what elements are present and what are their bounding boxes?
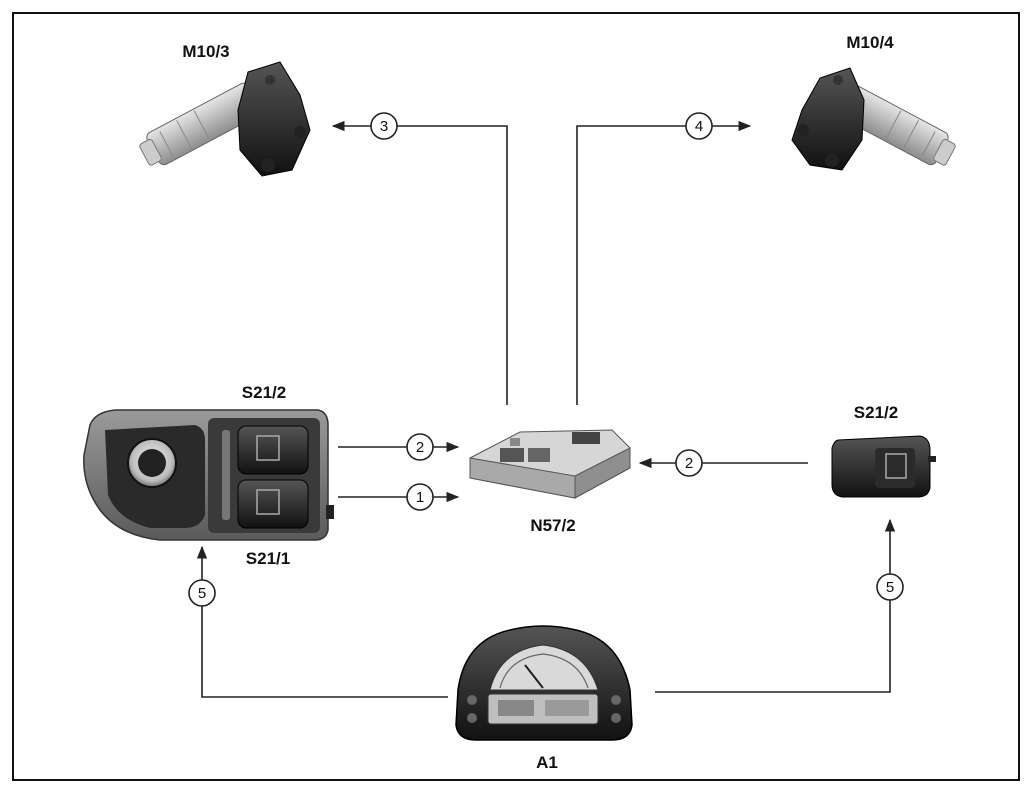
window-motor-left-icon [139, 61, 311, 177]
instrument-cluster-icon [455, 625, 633, 741]
connection-marker-1: 1 [406, 483, 434, 511]
connection-marker-5-right: 5 [876, 573, 904, 601]
driver-window-switch-block-icon [83, 409, 334, 541]
svg-text:5: 5 [886, 579, 894, 596]
connection-marker-3: 3 [370, 112, 398, 140]
label-s21-2-right: S21/2 [854, 403, 898, 422]
passenger-window-switch-icon [831, 435, 936, 498]
label-n57-2: N57/2 [530, 516, 575, 535]
window-motor-right-icon [791, 67, 956, 171]
wire-5-left [196, 545, 448, 698]
label-m10-3: M10/3 [182, 42, 229, 61]
svg-text:1: 1 [416, 489, 424, 506]
wire-3 [331, 120, 508, 405]
wire-5-right [655, 518, 896, 693]
svg-text:2: 2 [416, 439, 424, 456]
connection-marker-5-left: 5 [188, 579, 216, 607]
connection-marker-4: 4 [685, 112, 713, 140]
control-module-icon [469, 429, 631, 499]
label-a1: A1 [536, 753, 558, 772]
label-m10-4: M10/4 [846, 33, 894, 52]
svg-text:2: 2 [685, 455, 693, 472]
svg-text:4: 4 [695, 118, 703, 135]
label-s21-2-left: S21/2 [242, 383, 286, 402]
svg-text:5: 5 [198, 585, 206, 602]
connection-marker-2-left: 2 [406, 433, 434, 461]
svg-text:3: 3 [380, 118, 388, 135]
label-s21-1: S21/1 [246, 549, 290, 568]
connection-marker-2-right: 2 [675, 449, 703, 477]
wire-4 [576, 120, 752, 405]
diagram-frame [12, 12, 1020, 781]
